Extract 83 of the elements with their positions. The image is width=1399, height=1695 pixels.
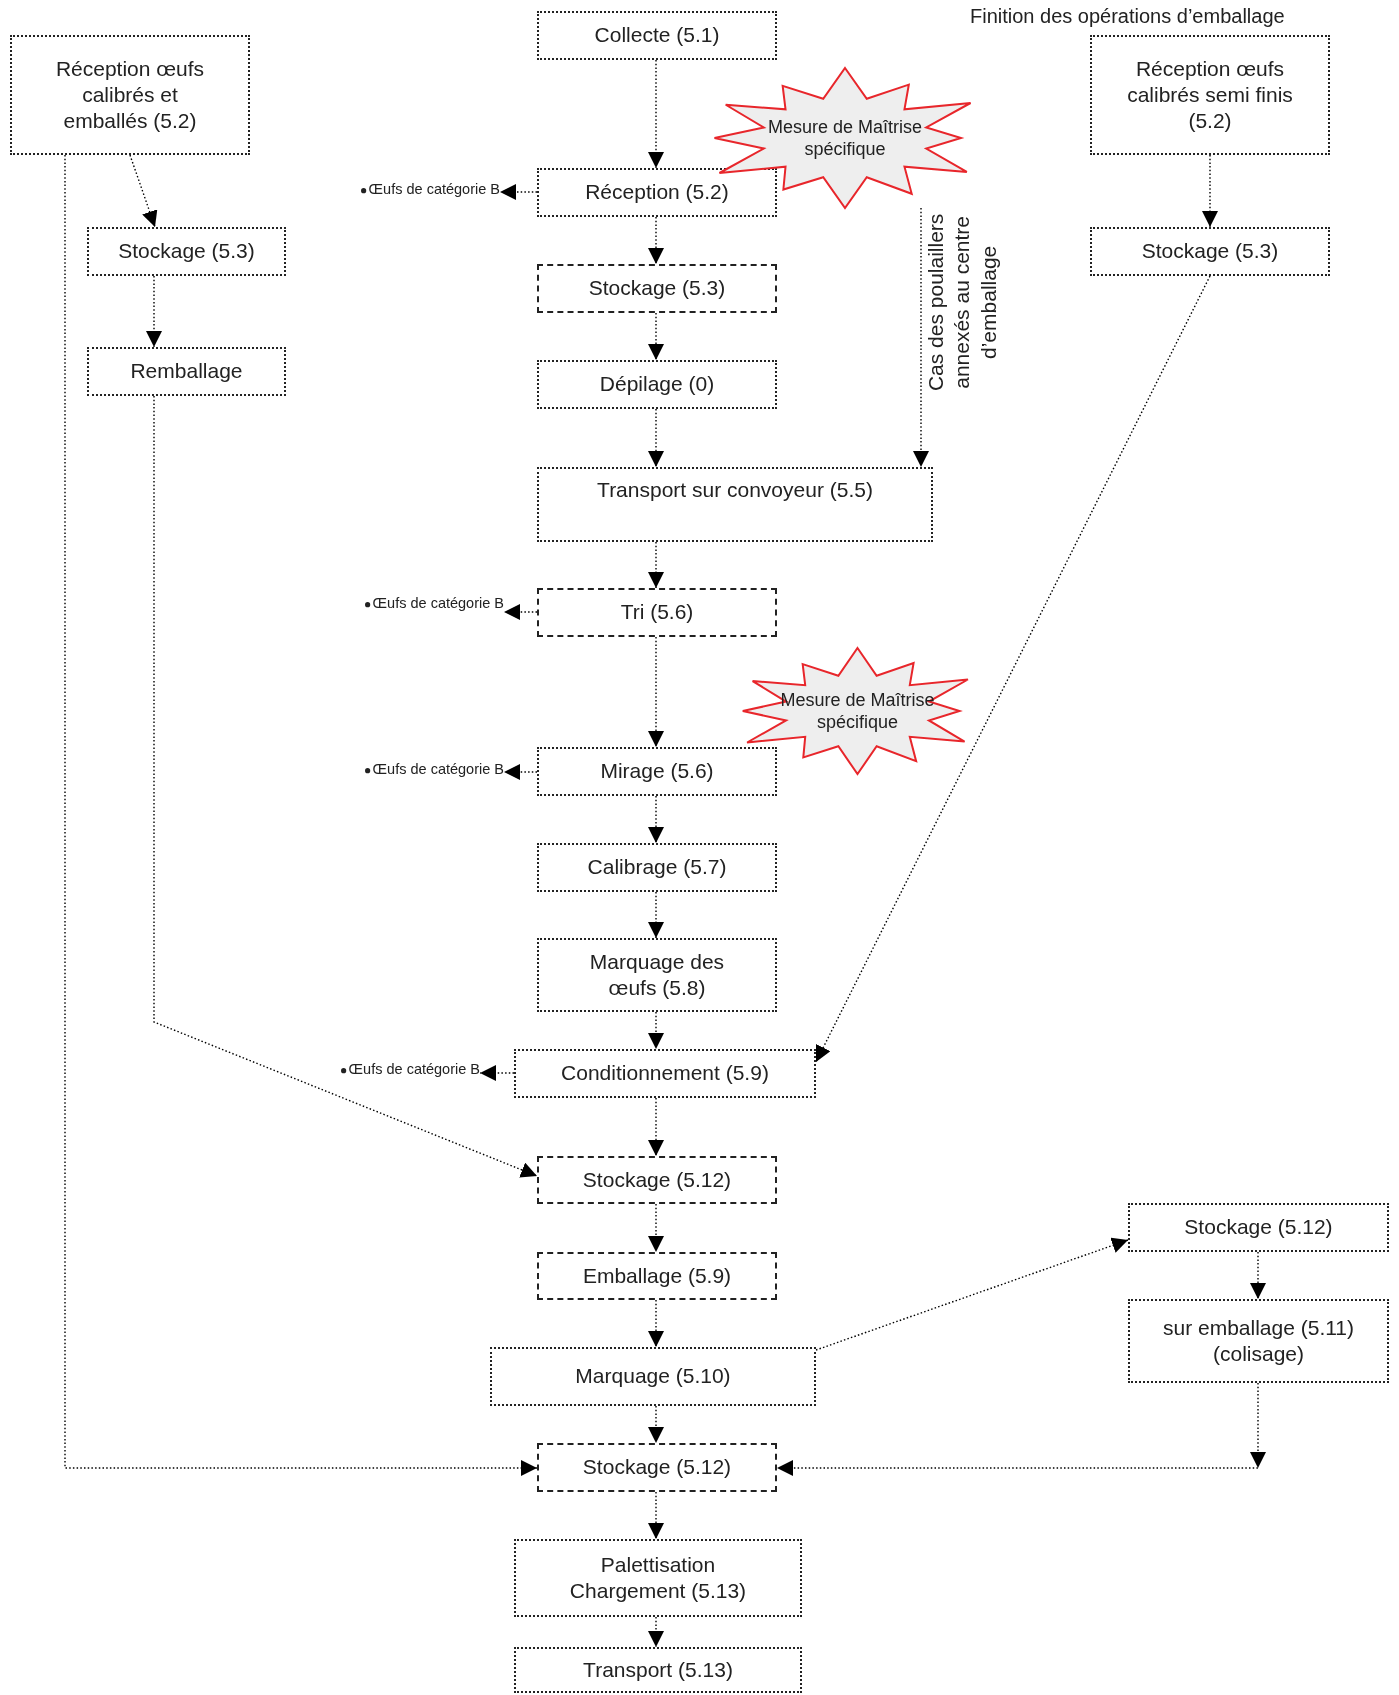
arrow <box>648 1405 664 1444</box>
arrow <box>815 275 1211 1063</box>
step-label: sur emballage (5.11) (colisage) <box>1161 1314 1355 1367</box>
control-measure-label: Mesure de Maîtrise spécifique <box>779 688 936 734</box>
control-measure-label: Mesure de Maîtrise spécifique <box>766 115 923 161</box>
step-label: Calibrage (5.7) <box>587 854 727 881</box>
arrow <box>648 312 664 361</box>
arrow <box>479 1065 515 1081</box>
process-box <box>87 347 286 396</box>
process-box <box>1128 1299 1389 1383</box>
arrow <box>648 795 664 844</box>
step-label: Stockage (5.12) <box>1184 1214 1333 1241</box>
arrow <box>648 216 664 265</box>
arrow <box>648 1299 664 1348</box>
step-label: Marquage (5.10) <box>575 1363 731 1390</box>
step-label: Conditionnement (5.9) <box>561 1060 769 1087</box>
step-label: Mirage (5.6) <box>600 758 714 785</box>
process-box <box>10 35 250 155</box>
process-box <box>514 1647 802 1693</box>
arrow <box>499 184 538 200</box>
step-label: Stockage (5.3) <box>588 275 726 302</box>
arrow <box>1250 1251 1266 1300</box>
process-box <box>537 1252 777 1300</box>
arrow <box>146 275 162 348</box>
step-label: Transport (5.13) <box>583 1656 733 1683</box>
step-label: Réception œufs calibrés semi finis (5.2) <box>1126 55 1294 135</box>
step-label: Réception (5.2) <box>585 179 729 206</box>
process-box <box>537 11 777 60</box>
arrow <box>648 408 664 468</box>
arrow <box>648 891 664 939</box>
arrow <box>648 1097 664 1157</box>
process-box <box>514 1049 816 1098</box>
process-box <box>490 1347 816 1406</box>
step-label: Stockage (5.12) <box>582 1454 732 1481</box>
arrow <box>503 604 538 620</box>
process-box <box>1090 227 1330 276</box>
category-note: Œufs de catégorie B <box>372 761 504 779</box>
process-box <box>537 1443 777 1492</box>
step-label: Stockage (5.3) <box>118 238 255 265</box>
process-box <box>537 938 777 1012</box>
process-box <box>537 843 777 892</box>
step-label: Stockage (5.12) <box>582 1166 732 1193</box>
arrow <box>648 1203 664 1253</box>
arrow <box>648 1491 664 1540</box>
edge-label: Cas des poulaillers annexés au centre d’emballage <box>922 212 1001 393</box>
arrow <box>1202 154 1218 228</box>
process-box <box>537 264 777 313</box>
step-label: Réception œufs calibrés et emballés (5.2) <box>54 55 206 135</box>
process-box <box>1090 35 1330 155</box>
arrow <box>648 59 664 169</box>
process-box <box>1128 1203 1389 1252</box>
category-note: Œufs de catégorie B <box>372 595 504 613</box>
step-label: Tri (5.6) <box>620 599 694 626</box>
step-label: Stockage (5.3) <box>1141 238 1279 265</box>
arrow <box>64 154 538 1476</box>
step-label: Marquage des œufs (5.8) <box>588 948 726 1001</box>
arrow <box>648 1616 664 1648</box>
step-label: Dépilage (0) <box>599 371 715 398</box>
step-label: Transport sur convoyeur (5.5) <box>597 477 873 503</box>
process-box <box>537 467 933 542</box>
process-box <box>537 168 777 217</box>
arrow <box>815 1237 1129 1351</box>
arrow <box>503 764 538 780</box>
process-box <box>87 227 286 276</box>
arrow <box>913 207 929 468</box>
process-box <box>537 747 777 796</box>
arrow <box>648 541 664 589</box>
process-box <box>537 588 777 637</box>
arrow <box>129 154 158 228</box>
process-box <box>537 1156 777 1204</box>
category-note: Œufs de catégorie B <box>368 181 500 199</box>
step-label: Remballage <box>130 358 243 385</box>
arrow <box>776 1382 1266 1476</box>
arrow <box>153 395 538 1178</box>
step-label: Collecte (5.1) <box>594 22 720 49</box>
section-heading: Finition des opérations d’emballage <box>970 5 1285 28</box>
step-label: Emballage (5.9) <box>582 1262 732 1289</box>
category-note: Œufs de catégorie B <box>348 1061 480 1079</box>
process-box <box>537 360 777 409</box>
step-label: Palettisation Chargement (5.13) <box>568 1551 748 1604</box>
arrow <box>648 1011 664 1050</box>
arrow <box>648 636 664 748</box>
process-box <box>514 1539 802 1617</box>
